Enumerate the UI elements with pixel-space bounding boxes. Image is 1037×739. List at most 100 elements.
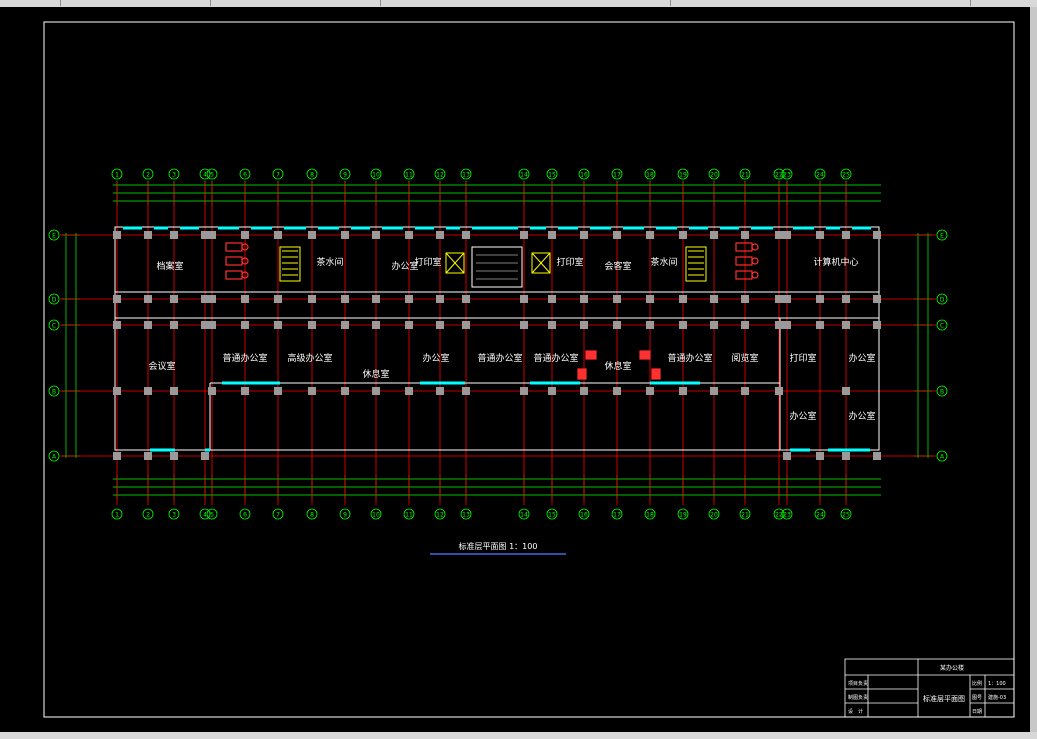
axis-label-top: 3 [172, 512, 176, 519]
title-block-label: 日期 [972, 709, 982, 715]
axis-label-top: 12 [436, 512, 444, 519]
toolbar-segment[interactable] [670, 0, 971, 6]
building-walls [114, 226, 880, 451]
axis-label-side: E [52, 233, 56, 240]
axis-label-top: 20 [710, 512, 718, 519]
title-block-role: 设 计 [848, 708, 863, 715]
axis-label-top: 9 [343, 512, 347, 519]
axis-label-top: 8 [310, 512, 314, 519]
room-label: 办公室 [789, 410, 816, 422]
axis-label-top: 16 [580, 172, 588, 179]
title-block-role: 项目负责 [848, 680, 868, 687]
room-label: 茶水间 [650, 256, 677, 268]
axis-label-top: 14 [520, 172, 528, 179]
title-block-role: 制图负责 [848, 694, 868, 701]
drawing-title: 标准层平面图 1：100 [459, 541, 538, 551]
sanitary-fixtures [225, 242, 759, 380]
axis-label-top: 13 [462, 172, 470, 179]
axis-label-top: 19 [679, 512, 687, 519]
title-block-value: 建施-03 [988, 694, 1006, 701]
room-label: 高级办公室 [287, 352, 332, 364]
room-label: 会议室 [148, 360, 175, 372]
axis-label-side: C [940, 323, 944, 330]
room-label: 档案室 [156, 260, 183, 272]
toolbar-segment[interactable] [0, 0, 61, 6]
axis-label-top: 2 [146, 172, 150, 179]
axis-label-top: 18 [646, 512, 654, 519]
axis-label-top: 4 [203, 512, 207, 519]
vertical-scrollbar[interactable] [1030, 7, 1037, 732]
axis-label-top: 16 [580, 512, 588, 519]
sheet-border [43, 21, 1015, 718]
axis-label-top: 14 [520, 512, 528, 519]
axis-label-side: B [940, 389, 944, 396]
axis-label-top: 9 [343, 172, 347, 179]
axis-label-top: 22 [775, 512, 783, 519]
room-label: 茶水间 [316, 256, 343, 268]
room-label: 普通办公室 [667, 352, 712, 364]
axis-label-side: E [940, 233, 944, 240]
axis-label-top: 24 [816, 512, 824, 519]
axis-label-top: 18 [646, 172, 654, 179]
axis-label-top: 23 [783, 172, 791, 179]
axis-label-side: C [52, 323, 56, 330]
axis-label-top: 7 [276, 172, 280, 179]
room-label: 打印室 [789, 352, 816, 364]
axis-label-top: 1 [115, 172, 119, 179]
stair-core [279, 246, 707, 288]
room-label: 阅览室 [731, 352, 758, 364]
axis-label-top: 6 [243, 172, 247, 179]
toolbar-segment[interactable] [210, 0, 381, 6]
toolbar-segment[interactable] [60, 0, 211, 6]
room-label: 休息室 [604, 360, 631, 372]
axis-label-top: 3 [172, 172, 176, 179]
title-block-value: 1：100 [988, 681, 1006, 687]
axis-label-top: 11 [405, 172, 413, 179]
room-label: 普通办公室 [533, 352, 578, 364]
axis-label-top: 5 [210, 172, 214, 179]
axis-label-top: 24 [816, 172, 824, 179]
room-label: 休息室 [362, 368, 389, 380]
top-toolbar-strip [0, 0, 1037, 7]
title-block-label: 比例 [972, 680, 982, 687]
axis-label-side: D [940, 297, 945, 304]
title-block-label: 图号 [972, 695, 982, 701]
axis-label-top: 2 [146, 512, 150, 519]
axis-label-side: B [52, 389, 56, 396]
windows [123, 226, 871, 452]
drawing-canvas[interactable]: 1122334455667788991010111112121313141415… [0, 7, 1030, 732]
room-label: 计算机中心 [813, 256, 858, 268]
axis-label-top: 1 [115, 512, 119, 519]
axis-label-side: D [52, 297, 57, 304]
axis-label-top: 15 [548, 172, 556, 179]
toolbar-segment[interactable] [380, 0, 671, 6]
columns [113, 231, 881, 460]
title-block [844, 658, 1015, 718]
axis-label-top: 10 [372, 512, 380, 519]
axis-label-top: 8 [310, 172, 314, 179]
axis-grid [60, 182, 936, 505]
axis-label-top: 11 [405, 512, 413, 519]
axis-label-top: 20 [710, 172, 718, 179]
axis-label-top: 5 [210, 512, 214, 519]
room-label: 办公室 [391, 260, 418, 272]
axis-label-top: 25 [842, 172, 850, 179]
axis-label-top: 19 [679, 172, 687, 179]
axis-label-top: 13 [462, 512, 470, 519]
axis-label-top: 17 [613, 512, 621, 519]
axis-label-top: 6 [243, 512, 247, 519]
axis-label-top: 12 [436, 172, 444, 179]
axis-label-top: 17 [613, 172, 621, 179]
room-label: 普通办公室 [477, 352, 522, 364]
axis-label-top: 23 [783, 512, 791, 519]
room-label: 普通办公室 [222, 352, 267, 364]
axis-label-top: 21 [741, 512, 749, 519]
axis-label-side: A [940, 454, 945, 461]
room-label: 办公室 [848, 352, 875, 364]
axis-label-top: 25 [842, 512, 850, 519]
room-label: 办公室 [422, 352, 449, 364]
axis-label-top: 10 [372, 172, 380, 179]
room-label: 打印室 [556, 256, 583, 268]
axis-label-top: 21 [741, 172, 749, 179]
room-label: 会客室 [604, 260, 631, 272]
